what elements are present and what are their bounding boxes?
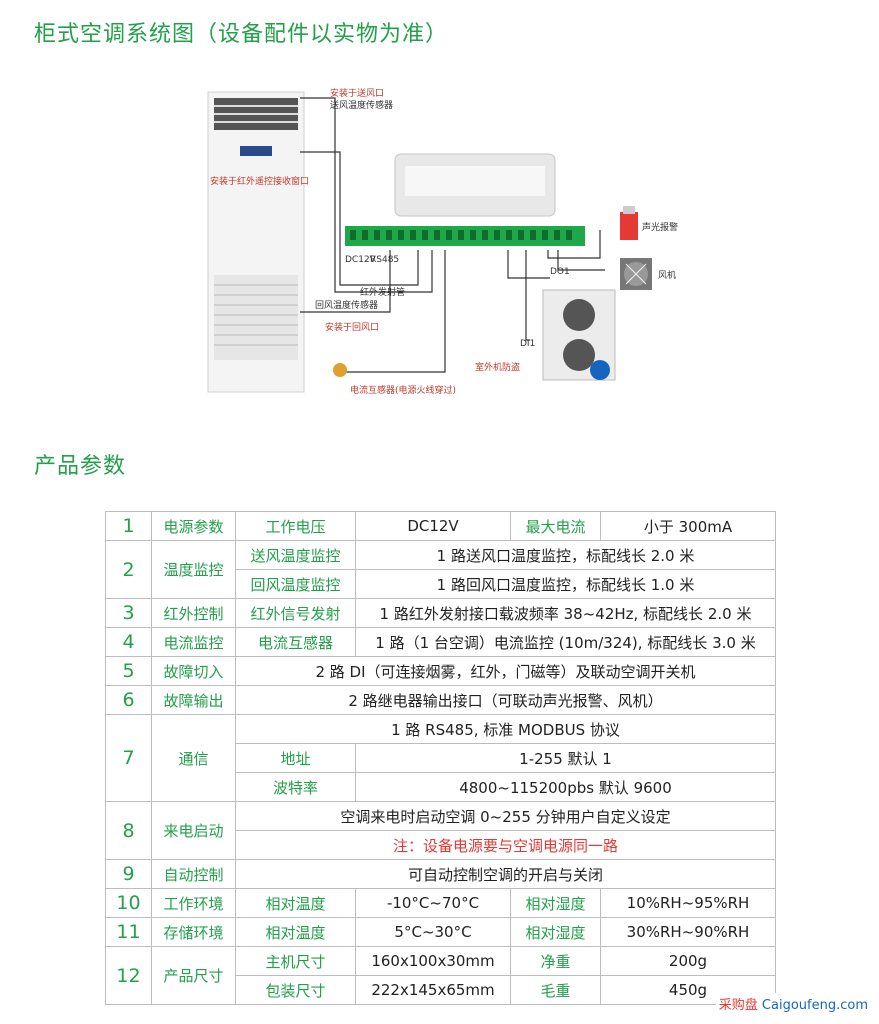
table-row: 回风温度监控 1 路回风口温度监控，标配线长 1.0 米 [106, 569, 776, 599]
table-row: 8 来电启动 空调来电时启动空调 0~255 分钟用户自定义设定 [105, 801, 776, 860]
current-transformer-icon [333, 363, 347, 377]
wiring [300, 97, 605, 373]
table-row: 11 存储环境 相对温度 5°C~30°C 相对湿度 30%RH~90%RH [105, 917, 776, 947]
table-row: 地址 1-255 默认 1 [106, 743, 776, 773]
table-row: 4 电流监控 电流互感器 1 路（1 台空调）电流监控 (10m/324), 标… [105, 627, 776, 657]
table-row: 3 红外控制 红外信号发射 1 路红外发射接口载波频率 38~42Hz, 标配线… [105, 598, 776, 628]
fan-icon [620, 258, 652, 290]
section-title: 产品参数 [34, 454, 127, 479]
spec-table: 1 电源参数 工作电压 DC12V 最大电流 小于 300mA 2 温度监控 送… [105, 511, 776, 1005]
watermark-site: Caigoufeng.com [761, 998, 868, 1013]
label-fan: 风机 [658, 269, 676, 281]
table-row: 包装尺寸 222x145x65mm 毛重 450g [106, 975, 776, 1005]
label-return-sensor: 回风温度传感器 [315, 299, 378, 311]
label-ir-emitter: 红外发射管 [360, 286, 405, 298]
watermark-brand: 采购盘 [718, 998, 758, 1013]
table-row: 9 自动控制 可自动控制空调的开启与关闭 [105, 859, 776, 889]
note-text: 注：设备电源要与空调电源同一路 [235, 830, 776, 860]
label-power: DC12V [345, 255, 377, 265]
label-return-outlet: 安装于回风口 [325, 321, 379, 333]
label-alarm: 声光报警 [642, 221, 678, 233]
label-do1: DO1 [550, 267, 570, 277]
label-ir-window: 安装于红外遥控接收窗口 [210, 175, 309, 187]
table-row: 波特率 4800~115200pbs 默认 9600 [106, 772, 776, 802]
watermark: 采购盘 Caigoufeng.com [715, 993, 871, 1014]
table-row: 1 电源参数 工作电压 DC12V 最大电流 小于 300mA [105, 511, 776, 541]
table-row: 5 故障切入 2 路 DI（可连接烟雾，红外，门磁等）及联动空调开关机 [105, 656, 776, 686]
system-diagram: 安装于送风口 送风温度传感器 安装于红外遥控接收窗口 红外发射管 回风温度传感器… [207, 87, 678, 396]
controller-image [345, 153, 585, 246]
table-row: 2 温度监控 送风温度监控 1 路送风口温度监控，标配线长 2.0 米 [105, 540, 776, 599]
table-row: 注：设备电源要与空调电源同一路 [106, 830, 776, 860]
alarm-icon [620, 206, 638, 240]
label-supply-sensor: 送风温度传感器 [330, 99, 393, 111]
outdoor-unit-image [542, 289, 616, 381]
label-rs485: RS485 [370, 255, 399, 265]
table-row: 10 工作环境 相对温度 -10°C~70°C 相对湿度 10%RH~95%RH [105, 888, 776, 918]
ac-cabinet-image [207, 91, 305, 393]
page-title: 柜式空调系统图（设备配件以实物为准） [34, 22, 449, 47]
table-row: 7 通信 1 路 RS485, 标准 MODBUS 协议 [105, 714, 776, 802]
table-row: 6 故障输出 2 路继电器输出接口（可联动声光报警、风机） [105, 685, 776, 715]
label-supply-outlet: 安装于送风口 [330, 87, 384, 99]
label-di1: DI1 [520, 339, 535, 349]
table-row: 12 产品尺寸 主机尺寸 160x100x30mm 净重 200g [105, 946, 776, 1005]
label-current-transformer: 电流互感器(电源火线穿过) [350, 384, 456, 396]
label-outdoor: 室外机防盗 [475, 361, 520, 373]
